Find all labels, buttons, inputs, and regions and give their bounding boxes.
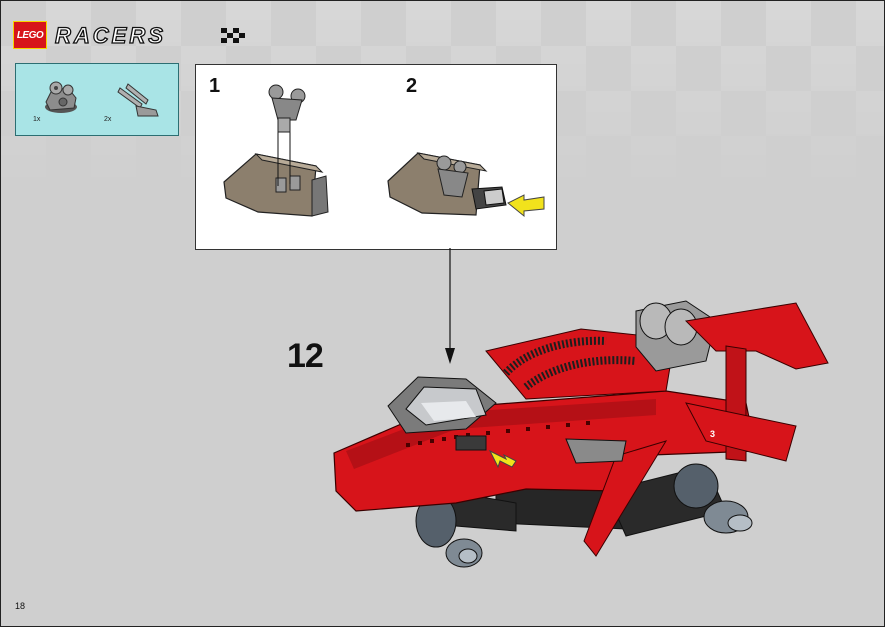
yellow-arrow-icon [507, 194, 545, 218]
red-racer-model-illustration: 3 [333, 300, 829, 568]
gray-axle-pin-pair-icon [117, 83, 159, 117]
part-count-2: 2x [104, 116, 112, 123]
page-number: 18 [15, 601, 26, 611]
callout-arrow [445, 248, 455, 364]
substep-1-illustration [223, 84, 329, 217]
step-number: 12 [287, 337, 324, 375]
racers-logo: RACERS [54, 22, 245, 49]
substep-2-illustration [387, 152, 545, 218]
header: LEGO RACERS [13, 21, 253, 49]
racers-logo-text: RACERS [55, 23, 166, 48]
parts-list-box: 1x 2x [15, 63, 179, 136]
substep-number-2: 2 [406, 75, 418, 97]
part-count-1: 1x [33, 116, 41, 123]
lego-logo: LEGO [13, 21, 47, 49]
callout-number-3: 3 [710, 429, 715, 439]
substep-number-1: 1 [209, 75, 221, 97]
gray-connector-piece-icon [45, 81, 77, 113]
rear-wheel-right-icon [673, 463, 753, 534]
rear-wheel-left-icon [415, 494, 483, 568]
gray-suspension-shocks-icon [635, 300, 717, 372]
yellow-insertion-arrow-icon [488, 449, 517, 469]
checkered-flag-icon [221, 28, 245, 43]
substeps-box: 1 2 [195, 64, 557, 250]
